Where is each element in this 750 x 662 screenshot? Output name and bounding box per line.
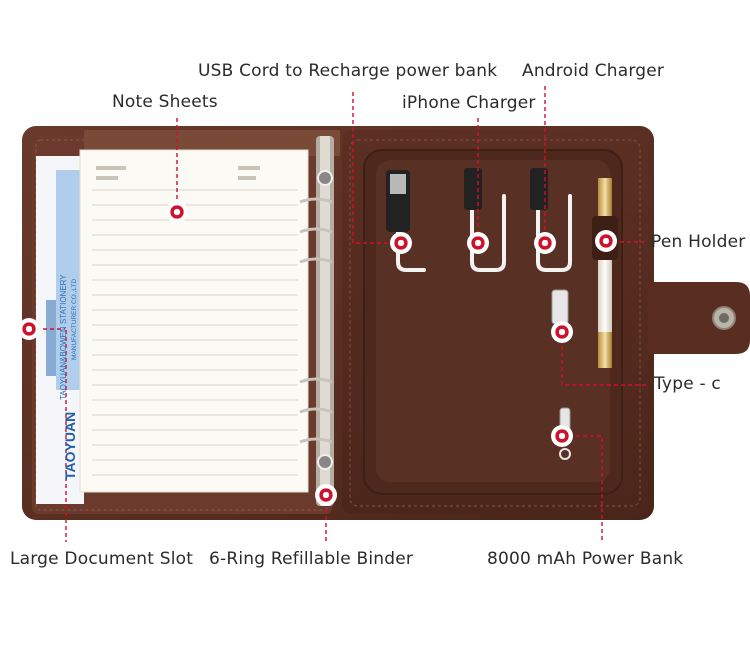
label-power-bank: 8000 mAh Power Bank bbox=[487, 549, 684, 569]
brochure-brand: TAOYUAN bbox=[62, 412, 78, 480]
label-note-sheets: Note Sheets bbox=[112, 92, 218, 112]
marker-ring-binder bbox=[315, 484, 337, 506]
marker-pen-holder bbox=[595, 230, 617, 252]
label-iphone-charger: iPhone Charger bbox=[402, 93, 536, 113]
markers bbox=[18, 201, 617, 506]
brochure-company: TAOYUAN&BOWEN STATIONERY bbox=[59, 274, 68, 400]
marker-iphone-charger bbox=[467, 232, 489, 254]
label-large-document-slot: Large Document Slot bbox=[10, 549, 194, 569]
binder-rings bbox=[299, 197, 333, 444]
label-pen-holder: Pen Holder bbox=[651, 232, 746, 252]
note-paper bbox=[79, 149, 309, 493]
marker-usb-cord bbox=[390, 232, 412, 254]
clasp-strap bbox=[620, 282, 750, 354]
brochure-subtitle: MANUFACTURER CO.,LTD bbox=[71, 279, 78, 360]
label-ring-binder: 6-Ring Refillable Binder bbox=[209, 549, 414, 569]
marker-android-charger bbox=[534, 232, 556, 254]
marker-type-c bbox=[551, 321, 573, 343]
leader-lines bbox=[29, 86, 648, 542]
label-android-charger: Android Charger bbox=[522, 61, 665, 81]
marker-power-bank bbox=[551, 425, 573, 447]
cables bbox=[396, 178, 572, 272]
marker-note-sheets bbox=[166, 201, 188, 223]
marker-document-slot bbox=[18, 318, 40, 340]
note-lines bbox=[92, 189, 298, 476]
label-type-c: Type - c bbox=[654, 374, 721, 394]
label-usb-cord: USB Cord to Recharge power bank bbox=[198, 61, 498, 81]
